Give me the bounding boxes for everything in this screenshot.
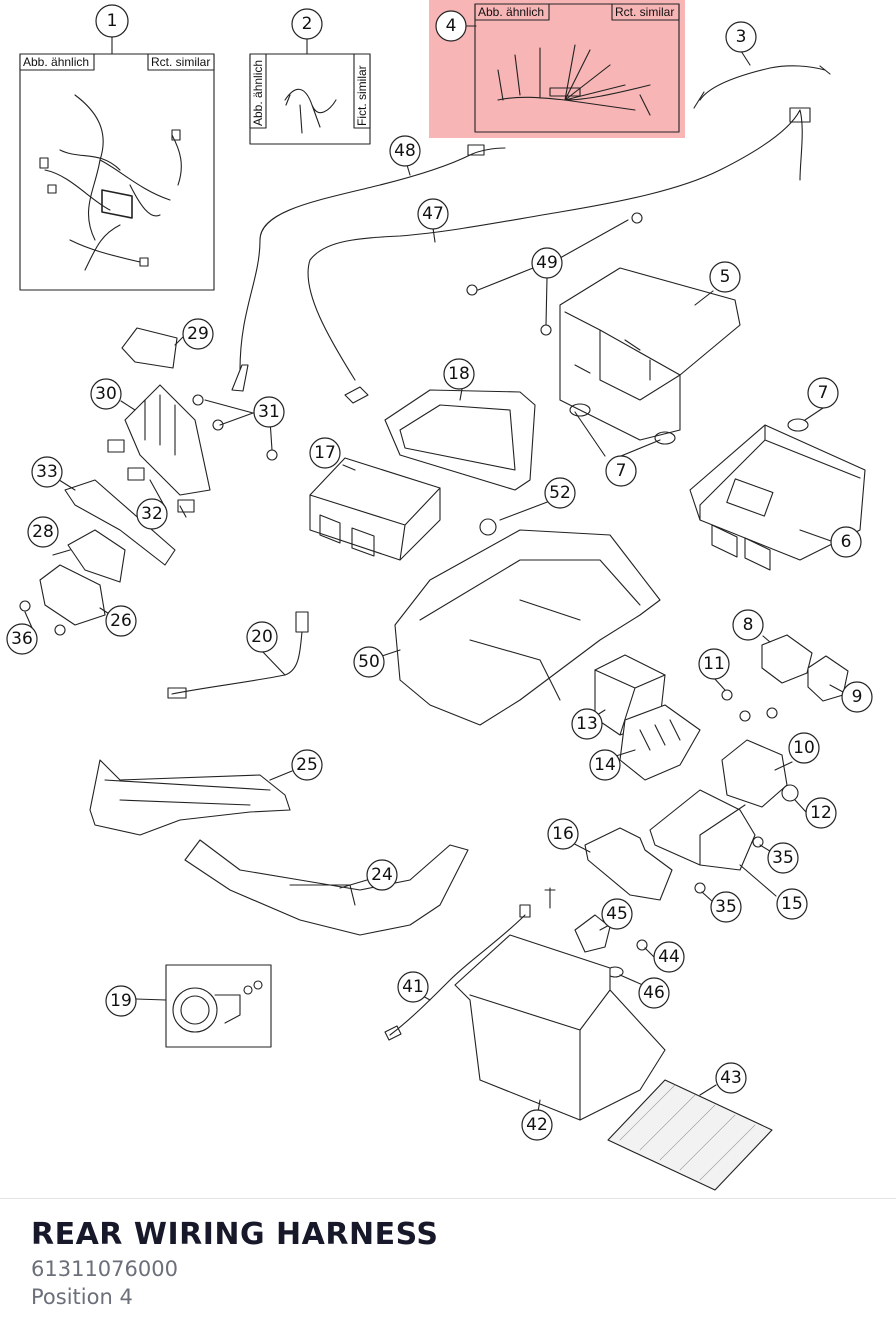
inset-box-19 [165, 964, 272, 1048]
callout-16[interactable]: 16 [552, 824, 574, 844]
highlight-item-4[interactable] [429, 0, 685, 138]
callout-29[interactable]: 29 [187, 324, 209, 344]
callout-5[interactable]: 5 [720, 267, 731, 287]
callout-28[interactable]: 28 [32, 522, 54, 542]
callout-47[interactable]: 47 [422, 204, 444, 224]
callout-41[interactable]: 41 [402, 977, 424, 997]
callout-42[interactable]: 42 [526, 1115, 548, 1135]
callout-1[interactable]: 1 [107, 11, 118, 31]
callout-8[interactable]: 8 [743, 615, 754, 635]
part-title: REAR WIRING HARNESS [31, 1217, 439, 1252]
callout-30[interactable]: 30 [95, 384, 117, 404]
inset1-label-right: Rct. similar [151, 55, 210, 69]
inset2-label-left: Abb. ähnlich [251, 60, 265, 126]
callout-35a[interactable]: 35 [772, 848, 794, 868]
callout-45[interactable]: 45 [606, 904, 628, 924]
inset4-label-right: Rct. similar [615, 5, 674, 19]
inset-box-2 [249, 53, 371, 145]
inset-box-4 [474, 3, 680, 133]
inset-box-1 [19, 53, 215, 291]
callout-25[interactable]: 25 [296, 755, 318, 775]
callout-3[interactable]: 3 [736, 27, 747, 47]
callout-44[interactable]: 44 [658, 947, 680, 967]
callout-7b[interactable]: 7 [616, 461, 627, 481]
callout-46[interactable]: 46 [643, 983, 665, 1003]
exploded-parts-diagram: Abb. ähnlich Rct. similar Abb. ähnlich F… [6, 0, 873, 1191]
part-position: Position 4 [31, 1285, 133, 1309]
callout-26[interactable]: 26 [110, 611, 132, 631]
callout-18[interactable]: 18 [448, 364, 470, 384]
callout-14[interactable]: 14 [594, 755, 616, 775]
inset2-label-right: Fict. similar [355, 65, 369, 126]
callout-4[interactable]: 4 [446, 16, 457, 36]
inset4-label-left: Abb. ähnlich [478, 5, 544, 19]
callout-52[interactable]: 52 [549, 483, 571, 503]
callout-17[interactable]: 17 [314, 443, 336, 463]
inset1-label-left: Abb. ähnlich [23, 55, 89, 69]
part-info-footer: REAR WIRING HARNESS 61311076000 Position… [0, 1198, 896, 1336]
callout-36[interactable]: 36 [11, 629, 33, 649]
callout-33[interactable]: 33 [36, 462, 58, 482]
callout-35b[interactable]: 35 [715, 897, 737, 917]
callout-13[interactable]: 13 [576, 714, 598, 734]
callout-11[interactable]: 11 [703, 654, 725, 674]
callout-15[interactable]: 15 [781, 894, 803, 914]
callout-6[interactable]: 6 [841, 532, 852, 552]
callout-31[interactable]: 31 [258, 402, 280, 422]
callout-9[interactable]: 9 [852, 687, 863, 707]
callout-10[interactable]: 10 [793, 738, 815, 758]
callout-19[interactable]: 19 [110, 991, 132, 1011]
callout-48[interactable]: 48 [394, 141, 416, 161]
callout-32[interactable]: 32 [141, 504, 163, 524]
callout-43[interactable]: 43 [720, 1068, 742, 1088]
callout-49[interactable]: 49 [536, 253, 558, 273]
callout-24[interactable]: 24 [371, 865, 393, 885]
part-number: 61311076000 [31, 1257, 178, 1281]
callout-50[interactable]: 50 [358, 652, 380, 672]
callout-2[interactable]: 2 [302, 14, 313, 34]
callout-7a[interactable]: 7 [818, 383, 829, 403]
callout-12[interactable]: 12 [810, 803, 832, 823]
callout-20[interactable]: 20 [251, 627, 273, 647]
